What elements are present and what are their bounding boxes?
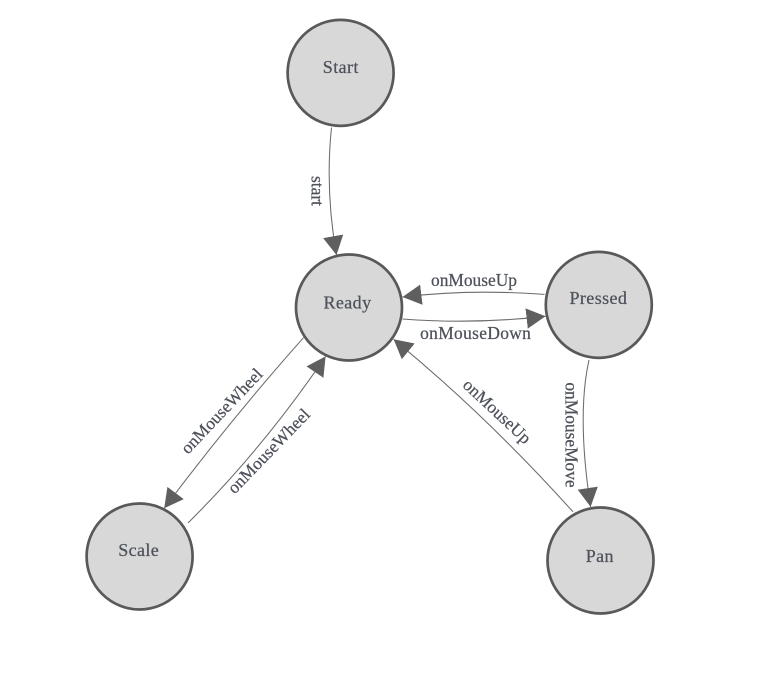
svg-text:onMouseUp: onMouseUp (431, 270, 517, 290)
svg-text:Scale: Scale (118, 540, 159, 560)
svg-text:Ready: Ready (324, 293, 372, 313)
svg-text:onMouseWheel: onMouseWheel (223, 404, 314, 497)
svg-text:onMouseDown: onMouseDown (420, 323, 531, 343)
svg-text:start: start (308, 176, 328, 206)
svg-text:Pan: Pan (586, 546, 614, 566)
svg-text:onMouseMove: onMouseMove (562, 382, 582, 488)
svg-text:Start: Start (323, 57, 359, 77)
svg-text:onMouseUp: onMouseUp (459, 375, 536, 448)
svg-text:onMouseWheel: onMouseWheel (176, 364, 266, 458)
svg-text:Pressed: Pressed (570, 288, 628, 308)
